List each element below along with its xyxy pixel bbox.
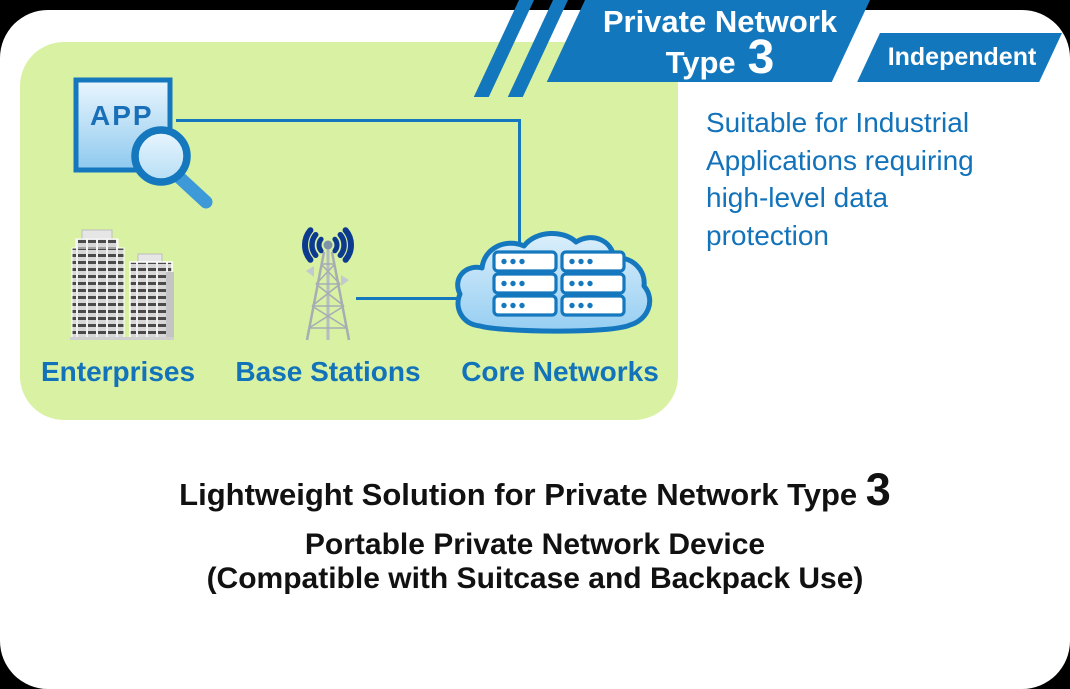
banner-title-line1: Private Network [602,4,838,39]
connector-app-to-core-vertical [518,119,521,249]
server-racks [492,250,626,317]
label-base-stations: Base Stations [235,356,421,387]
connector-app-to-core [176,119,521,122]
magnifier-handle [173,171,213,209]
app-magnifier-icon: APP [68,72,218,217]
cloud-servers-icon [450,228,660,358]
radio-waves [302,227,354,263]
banner-tag-label: Independent [887,43,1037,71]
magnifier-lens [131,126,191,186]
dish-left [306,266,314,277]
caption-heading-number: 3 [865,464,891,515]
caption-heading-text: Lightweight Solution for Private Network… [179,477,866,512]
banner-title: Private Network Type 3 [585,0,855,82]
buildings-icon [58,224,188,354]
antenna-tower-icon [283,224,373,354]
tower-bracing [308,263,348,329]
label-core-networks: Core Networks [461,356,659,387]
label-enterprises: Enterprises [40,356,196,387]
caption-line3: (Compatible with Suitcase and Backpack U… [206,562,864,595]
tower-mast [305,251,351,341]
banner-title-line2: Type 3 [585,31,855,84]
dish-right [341,275,349,286]
caption-heading: Lightweight Solution for Private Network… [0,464,1070,516]
app-icon-label: APP [90,100,154,131]
connector-basestation-to-core [356,297,474,300]
banner-type-label: Type [665,45,736,80]
suitability-note: Suitable for Industrial Applications req… [706,107,974,251]
banner-type-number: 3 [747,31,775,84]
caption-line2: Portable Private Network Device [304,528,766,561]
